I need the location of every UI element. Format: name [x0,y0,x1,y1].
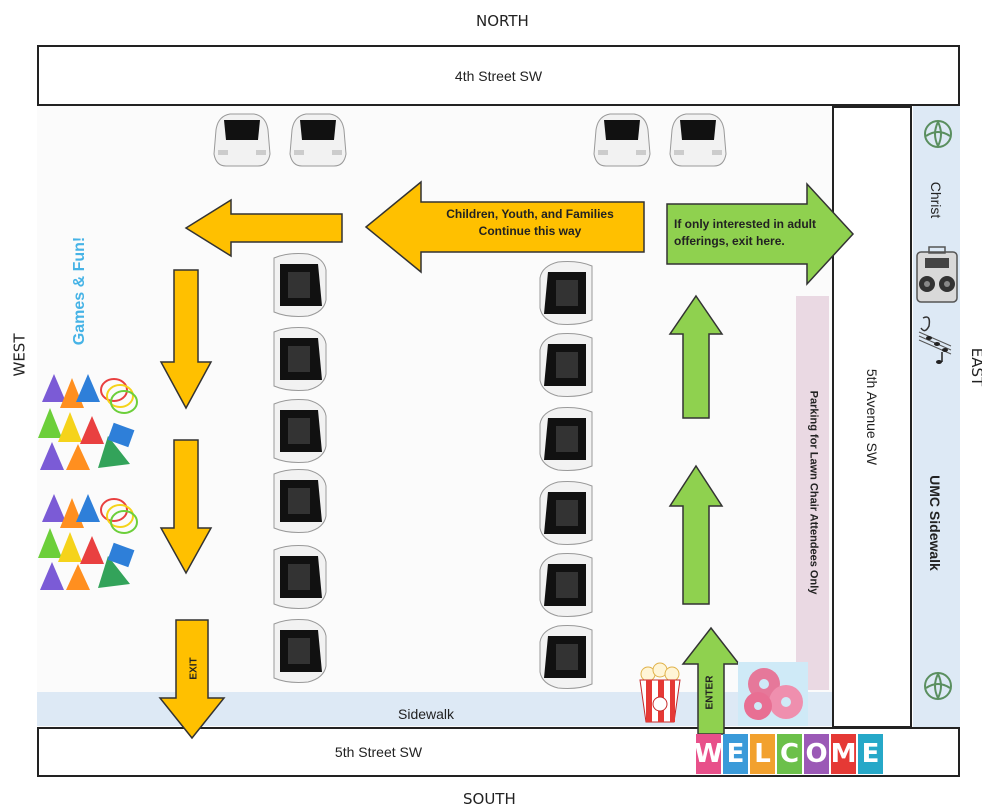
parked-car [539,333,593,397]
welcome-banner: W E L C O M E [694,734,883,774]
children-direction-arrow [364,180,645,274]
orange-down-arrow [159,439,213,575]
side-panel-bottom-text: UMC Sidewalk [927,475,943,571]
parked-car [669,113,727,167]
children-arrow-line1: Children, Youth, and Families [446,207,614,221]
lawn-chair-parking-strip [796,296,829,690]
exit-label: EXIT [188,657,200,680]
orange-down-arrow [159,269,213,410]
parked-car [273,327,327,391]
welcome-letter: M [831,734,856,774]
enter-label: ENTER [704,675,716,710]
street-label-north: 4th Street SW [454,67,543,84]
welcome-letter: O [804,734,829,774]
donuts-icon [738,662,808,726]
orange-left-arrow [184,198,343,258]
lawn-chair-parking-label: Parking for Lawn Chair Attendees Only [807,390,820,595]
games-cones-icon [38,494,138,590]
games-fun-label: Games & Fun! [71,236,88,346]
compass-south: SOUTH [463,790,516,808]
children-arrow-line2: Continue this way [478,224,582,238]
street-4th-street: 4th Street SW [37,45,960,106]
compass-east: EAST [968,347,982,387]
compass-west: WEST [10,333,29,377]
children-arrow-label: Children, Youth, and Families Continue t… [420,206,640,240]
adult-arrow-line1: If only interested in adult [674,217,817,231]
parked-car [273,619,327,683]
parked-car [273,545,327,609]
popcorn-icon [639,662,681,723]
parked-car [213,113,271,167]
parked-car [273,253,327,317]
music-notes-icon [918,316,952,364]
welcome-letter: W [694,734,723,774]
green-up-arrow [668,464,724,605]
sidewalk-label: Sidewalk [398,706,455,722]
welcome-letter: C [777,734,802,774]
parked-car [593,113,651,167]
green-up-arrow [668,294,724,419]
parked-car [273,469,327,533]
street-5th-avenue: 5th Avenue SW [832,106,912,728]
games-cones-icon [38,374,138,470]
church-logo-icon [924,119,952,149]
boombox-icon [916,246,958,303]
welcome-letter: L [750,734,775,774]
exit-arrow [158,619,226,740]
church-sidewalk-panel [913,106,960,728]
welcome-letter: E [723,734,748,774]
adult-arrow-label: If only interested in adult offerings, e… [674,216,836,250]
welcome-letter: E [858,734,883,774]
adult-arrow-line2: offerings, exit here. [674,234,785,248]
adult-exit-arrow [666,182,855,286]
parked-car [539,553,593,617]
street-label-south: 5th Street SW [334,744,423,760]
parked-car [273,399,327,463]
parked-car [539,625,593,689]
side-panel-top-text: Christ [928,181,944,219]
parked-car [539,407,593,471]
parked-car [539,261,593,325]
parked-car [539,481,593,545]
church-logo-icon [924,671,952,701]
parked-car [289,113,347,167]
street-label-avenue: 5th Avenue SW [864,368,880,466]
compass-north: NORTH [476,12,529,30]
